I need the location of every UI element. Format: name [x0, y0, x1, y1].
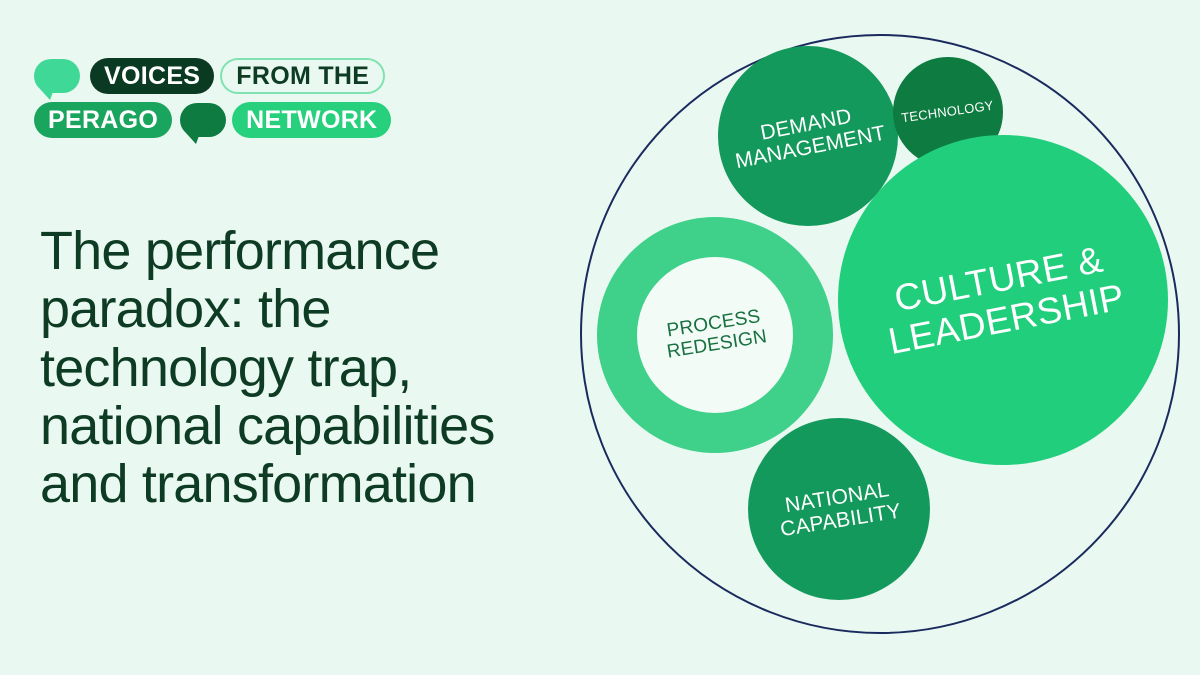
bubble-label-technology: TECHNOLOGY: [900, 97, 996, 126]
logo-pill-perago: PERAGO: [34, 102, 173, 138]
bubble-label-demand-management: DEMAND MANAGEMENT: [733, 104, 888, 174]
logo-row-top: VOICES FROM THE: [34, 58, 386, 100]
outer-boundary-circle: [580, 34, 1180, 634]
logo-pill-network: NETWORK: [232, 102, 392, 138]
speech-bubble-light-icon: [34, 59, 80, 100]
logo-pill-voices: VOICES: [90, 58, 215, 94]
bubble-label-process-redesign: PROCESS REDESIGN: [664, 306, 768, 363]
bubble-national-capability: NATIONAL CAPABILITY: [748, 418, 930, 600]
bubble-demand-management: DEMAND MANAGEMENT: [718, 46, 898, 226]
bubble-label-national-capability: NATIONAL CAPABILITY: [778, 477, 903, 542]
donut-hole: PROCESS REDESIGN: [637, 257, 793, 413]
bubble-diagram: DEMAND MANAGEMENT TECHNOLOGY PROCESS RED…: [560, 12, 1200, 667]
logo-pill-from-the: FROM THE: [220, 58, 386, 94]
bubble-process-redesign: PROCESS REDESIGN: [597, 217, 833, 453]
page-title: The performance paradox: the technology …: [40, 221, 495, 515]
brand-logo: VOICES FROM THE PERAGO NETWORK: [34, 58, 392, 146]
bubble-culture-leadership: CULTURE & LEADERSHIP: [838, 135, 1168, 465]
speech-bubble-dark-icon: [180, 103, 227, 144]
bubble-label-culture-leadership: CULTURE & LEADERSHIP: [885, 238, 1129, 363]
logo-row-bottom: PERAGO NETWORK: [34, 102, 392, 144]
